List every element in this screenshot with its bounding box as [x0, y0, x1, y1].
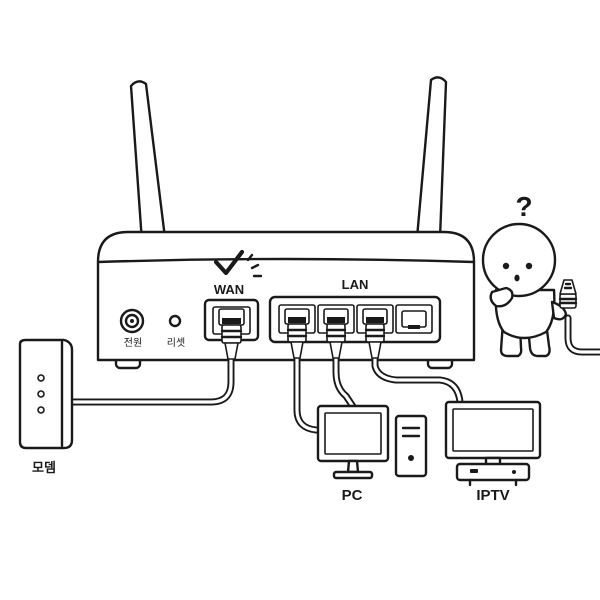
- lan-label: LAN: [342, 277, 369, 292]
- character-right-hand: [550, 300, 568, 321]
- iptv-monitor-screen: [452, 408, 534, 452]
- character-mouth: [514, 274, 520, 282]
- left-antenna: [129, 80, 167, 244]
- character-left-hand: [489, 286, 514, 308]
- pc-monitor-neck: [346, 459, 360, 474]
- power-jack: [119, 308, 145, 334]
- lan3-plug: [362, 308, 388, 359]
- power-label: 전원: [124, 337, 142, 349]
- pc-monitor-stand: [332, 470, 374, 480]
- set-top-box-body: [455, 462, 531, 482]
- wan-label: WAN: [214, 282, 244, 297]
- pc-tower-power-button: [408, 455, 414, 461]
- pc-tower-case: [394, 414, 428, 478]
- question-mark-icon: ?: [515, 191, 532, 222]
- router-top-edge: [96, 257, 476, 264]
- right-antenna: [415, 76, 448, 240]
- held-rj45-plug: [558, 279, 578, 309]
- lan-port-4-empty: [401, 310, 427, 328]
- power-jack-pin: [130, 319, 134, 323]
- reset-button: [168, 314, 182, 328]
- modem-led-1: [37, 374, 45, 382]
- iptv-monitor: [444, 400, 542, 467]
- pc-label: PC: [342, 487, 363, 504]
- pc-monitor-screen: [324, 412, 382, 455]
- character-head: [481, 222, 557, 298]
- character-right-eye: [525, 262, 533, 270]
- check-mark-icon: [213, 249, 263, 278]
- cables: [68, 354, 464, 434]
- iptv-set-top-box: [455, 462, 531, 487]
- iptv-label: IPTV: [476, 487, 509, 504]
- modem-label: 모뎀: [32, 460, 56, 475]
- lan2-plug: [323, 308, 349, 359]
- router-antennas: [129, 76, 448, 244]
- lan1-plug: [284, 308, 310, 359]
- pc-tower: [394, 414, 428, 478]
- modem-led-2: [37, 390, 45, 398]
- pc-monitor: [316, 404, 390, 480]
- modem-body: [18, 338, 74, 450]
- reset-label: 리셋: [167, 337, 185, 349]
- cable-plugs: [218, 308, 388, 360]
- cable-wan-modem: [68, 354, 235, 406]
- modem: [18, 338, 74, 450]
- loose-cable: [564, 314, 600, 356]
- wan-plug: [218, 308, 245, 360]
- lan-port-4-latch: [408, 325, 420, 329]
- modem-led-3: [37, 406, 45, 414]
- confused-character: [481, 222, 600, 358]
- character-left-eye: [502, 262, 510, 270]
